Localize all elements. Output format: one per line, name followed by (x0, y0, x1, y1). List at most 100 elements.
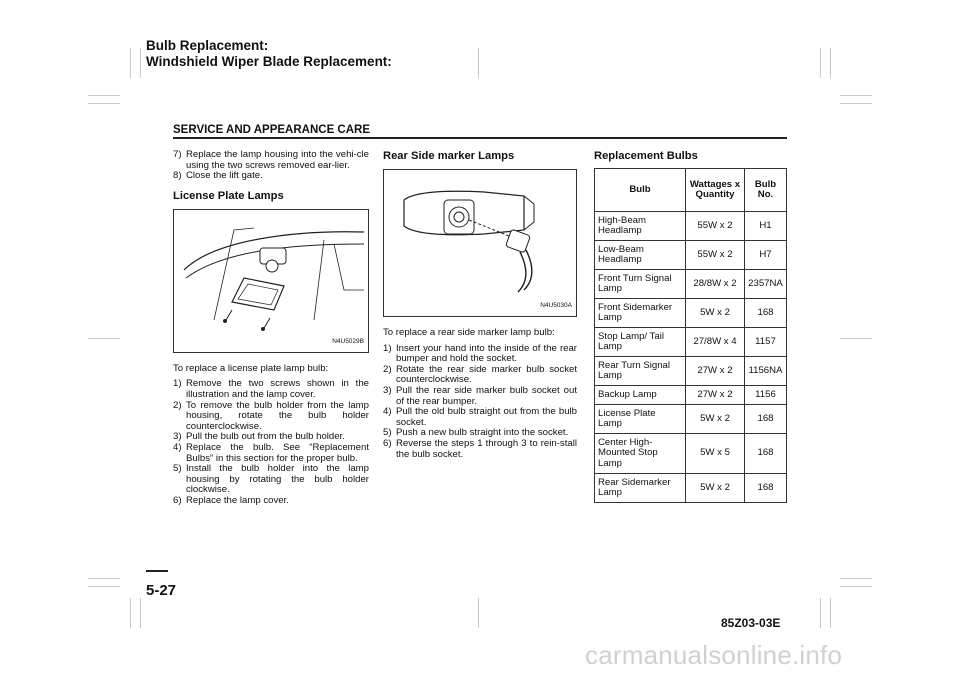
crop-mark (830, 48, 831, 78)
crop-mark (840, 338, 872, 339)
step-text: Insert your hand into the inside of the … (396, 342, 577, 365)
header-title-line1: Bulb Replacement: (146, 38, 269, 53)
table-header-row: Bulb Wattages x Quantity Bulb No. (594, 168, 787, 212)
crop-mark (88, 103, 120, 104)
step-number: 6) (173, 494, 182, 506)
rear-side-marker-heading: Rear Side marker Lamps (383, 150, 515, 162)
table-cell: 27/8W x 4 (685, 327, 745, 357)
column-rear-side-marker: Rear Side marker Lamps N4U5030A To repla… (383, 150, 577, 460)
step-number: 1) (383, 342, 392, 354)
table-cell: 168 (744, 433, 787, 474)
crop-mark (88, 578, 120, 579)
crop-mark (478, 598, 479, 628)
steps-continued: 7) Replace the lamp housing into the veh… (173, 149, 369, 182)
table-cell: Rear Turn Signal Lamp (594, 356, 686, 386)
column-header: Bulb No. (744, 168, 787, 212)
side-marker-illustration (403, 190, 535, 293)
crop-mark (840, 586, 872, 587)
list-item: 2) Rotate the rear side marker bulb socke… (383, 363, 577, 386)
list-item: 5) Push a new bulb straight into the sock… (383, 428, 577, 439)
crop-mark (88, 338, 120, 339)
table-cell: High-Beam Headlamp (594, 211, 686, 241)
list-item: 6)Reverse the steps 1 through 3 to rein-… (383, 437, 577, 460)
table-cell: License Plate Lamp (594, 404, 686, 434)
step-text: Rotate the rear side marker bulb socket … (396, 363, 577, 386)
crop-mark (840, 103, 872, 104)
step-number: 5) (173, 463, 182, 475)
step-text: To remove the bulb holder from the lamp … (186, 399, 369, 432)
column-license-plate: 7) Replace the lamp housing into the veh… (173, 149, 369, 507)
table-cell: 27W x 2 (685, 356, 745, 386)
table-cell: 5W x 5 (685, 433, 745, 474)
crop-mark (840, 95, 872, 96)
crop-mark (140, 598, 141, 628)
step-text: Install the bulb holder into the lamp ho… (186, 463, 369, 496)
list-item: 6)Replace the lamp cover. (173, 494, 369, 507)
list-item: 8) Close the lift gate. (173, 171, 369, 182)
table-cell: 168 (744, 473, 787, 503)
page-number-rule (146, 570, 168, 572)
rear-side-marker-steps: 1) Insert your hand into the inside of th… (383, 342, 577, 461)
step-number: 7) (173, 149, 182, 160)
rear-side-marker-figure: N4U5030A (383, 169, 577, 317)
table-cell: H7 (744, 240, 787, 270)
table-cell: Low-Beam Headlamp (594, 240, 686, 270)
watermark: carmanualsonline.info (585, 640, 843, 670)
crop-mark (478, 48, 479, 78)
table-cell: 1156 (744, 385, 787, 405)
step-number: 3) (173, 431, 182, 443)
step-number: 2) (383, 363, 392, 375)
figure-code: N4U5030A (540, 302, 572, 310)
step-number: 4) (383, 406, 392, 418)
step-number: 3) (383, 384, 392, 396)
table-cell: 5W x 2 (685, 473, 745, 503)
section-heading: SERVICE AND APPEARANCE CARE (173, 124, 371, 136)
document-code: 85Z03-03E (721, 616, 781, 630)
header-title-line2: Windshield Wiper Blade Replacement: (146, 54, 392, 69)
list-item: 4)Pull the old bulb straight out from th… (383, 406, 577, 428)
table-cell: Rear Sidemarker Lamp (594, 473, 686, 503)
step-text: Push a new bulb straight into the socket… (396, 427, 569, 439)
table-cell: Stop Lamp/ Tail Lamp (594, 327, 686, 357)
crop-mark (130, 598, 131, 628)
list-item: 5) Install the bulb holder into the lamp … (173, 463, 369, 496)
step-text: Replace the lamp housing into the vehi-c… (186, 149, 369, 171)
table-cell: 55W x 2 (685, 211, 745, 241)
table-cell: Front Turn Signal Lamp (594, 269, 686, 299)
figure-code: N4U5029B (332, 338, 364, 346)
step-number: 5) (383, 427, 392, 439)
table-cell: 2357NA (744, 269, 787, 299)
table-cell: 1157 (744, 327, 787, 357)
step-text: Pull the rear side marker bulb socket ou… (396, 384, 577, 407)
table-cell: Front Sidemarker Lamp (594, 298, 686, 328)
table-cell: Center High-Mounted Stop Lamp (594, 433, 686, 474)
license-plate-figure: N4U5029B (173, 208, 369, 353)
crop-mark (830, 598, 831, 628)
table-cell: 5W x 2 (685, 298, 745, 328)
table-cell: 55W x 2 (685, 240, 745, 270)
list-item: 3) Pull the rear side marker bulb socket … (383, 384, 577, 407)
table-cell: 168 (744, 404, 787, 434)
crop-mark (130, 48, 131, 78)
list-item: 7) Replace the lamp housing into the veh… (173, 149, 369, 171)
list-item: 4)Replace the bulb. See “Replacement Bul… (173, 442, 369, 464)
table-cell: 1156NA (744, 356, 787, 386)
step-text: Pull the bulb out from the bulb holder. (186, 431, 345, 443)
table-cell: 28/8W x 2 (685, 269, 745, 299)
step-number: 1) (173, 378, 182, 390)
crop-mark (88, 586, 120, 587)
step-text: Remove the two screws shown in the illus… (186, 378, 369, 400)
step-text: Close the lift gate. (186, 170, 263, 182)
rear-side-marker-intro: To replace a rear side marker lamp bulb: (383, 327, 555, 338)
license-plate-heading: License Plate Lamps (173, 189, 284, 202)
table-cell: 5W x 2 (685, 404, 745, 434)
step-number: 6) (383, 437, 392, 449)
table-cell: H1 (744, 211, 787, 241)
crop-mark (820, 598, 821, 628)
